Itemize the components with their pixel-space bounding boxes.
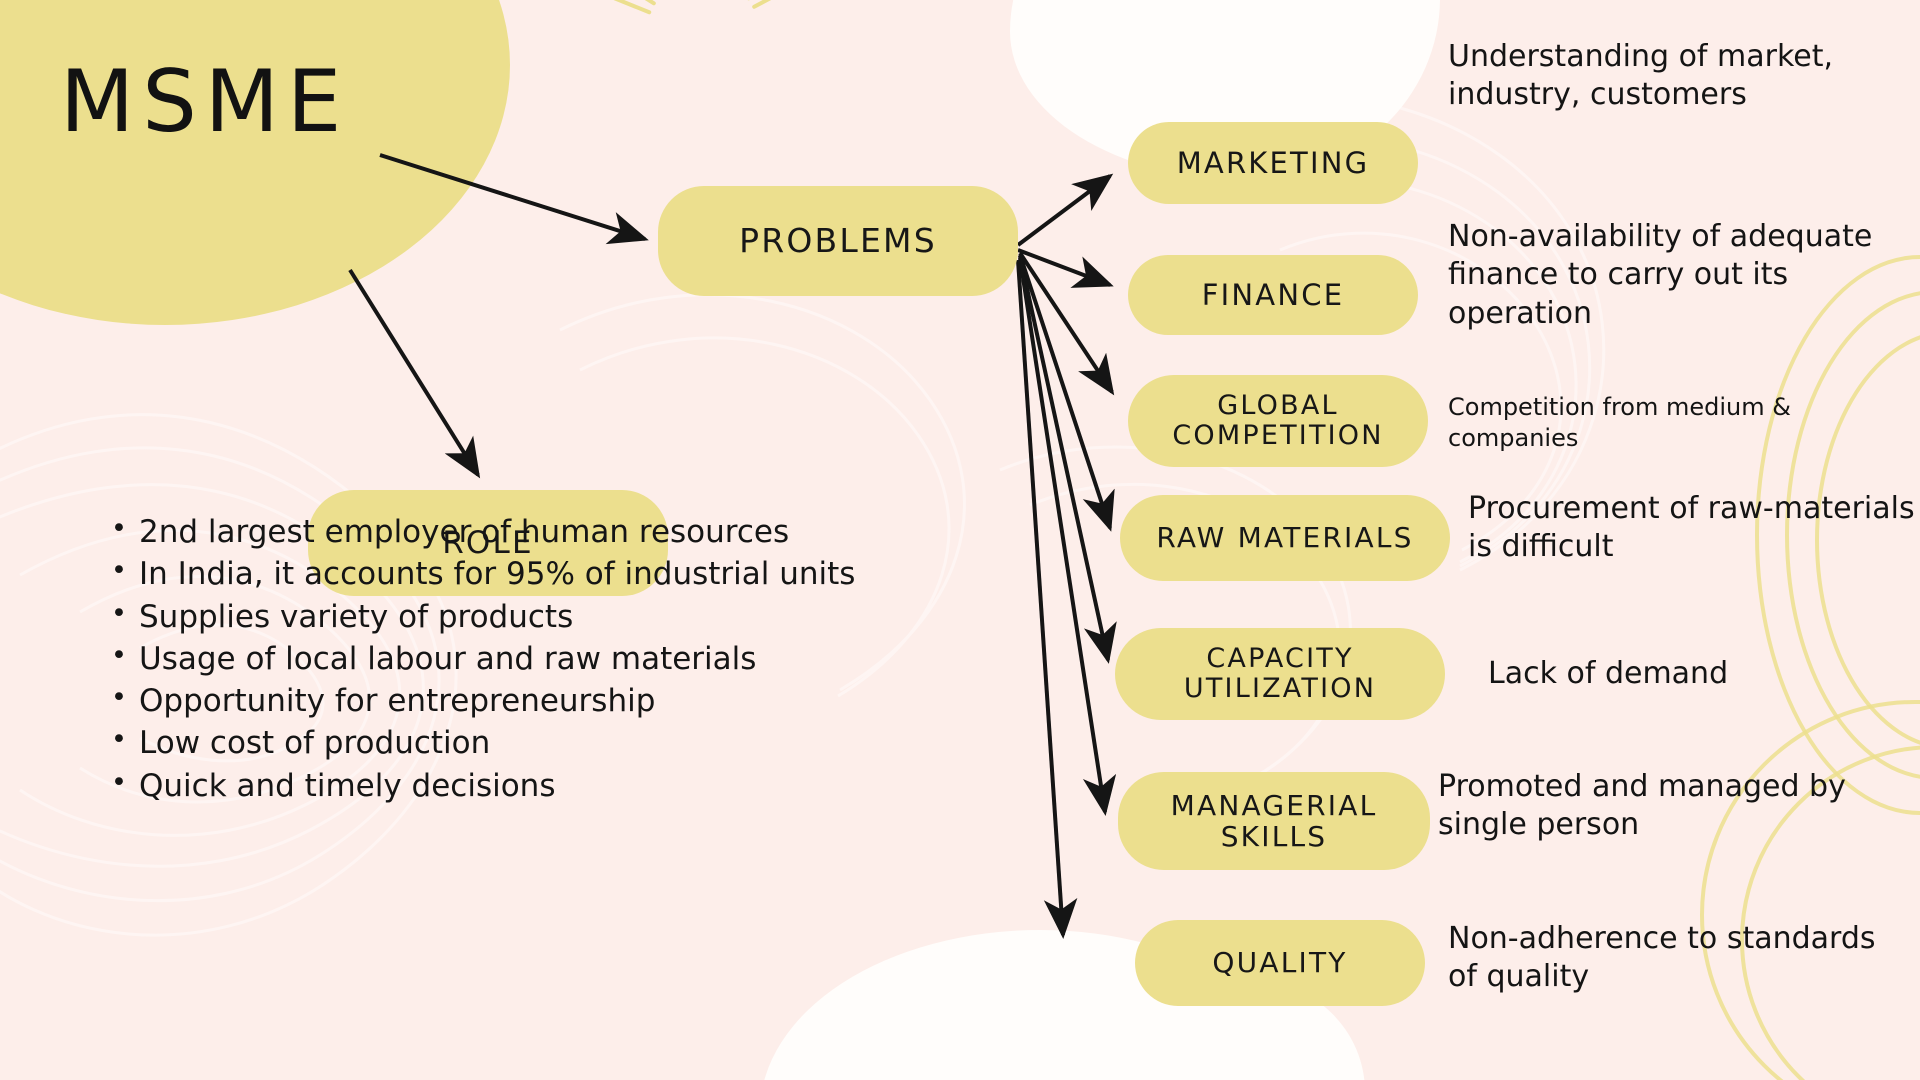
node-managerial-skills[interactable]: MANAGERIAL SKILLS [1118, 772, 1430, 870]
list-item: Supplies variety of products [105, 596, 865, 637]
node-managerial-skills-label: MANAGERIAL SKILLS [1170, 788, 1378, 853]
description-marketing: Understanding of market, industry, custo… [1448, 39, 1834, 113]
description-raw-materials: Procurement of raw-materials is difficul… [1468, 491, 1915, 565]
node-problems-label: PROBLEMS [739, 220, 937, 260]
list-item: 2nd largest employer of human resources [105, 511, 865, 552]
node-problems[interactable]: PROBLEMS [658, 186, 1018, 296]
arrow-problems-to-managerial-skills [1018, 257, 1117, 816]
role-bullet-list: 2nd largest employer of human resources … [105, 511, 865, 808]
arrow-msme-to-problems [379, 153, 649, 245]
arrow-problems-to-global-competition [1018, 251, 1115, 396]
node-quality[interactable]: QUALITY [1135, 920, 1425, 1006]
list-item: Low cost of production [105, 722, 865, 763]
arrow-problems-to-capacity-utilization [1018, 255, 1117, 664]
node-capacity-utilization-label: CAPACITY UTILIZATION [1183, 642, 1377, 704]
node-global-competition-label: GLOBAL COMPETITION [1172, 389, 1384, 451]
node-capacity-utilization[interactable]: CAPACITY UTILIZATION [1115, 628, 1445, 720]
list-item: Quick and timely decisions [105, 765, 865, 806]
arrow-problems-to-finance [1017, 248, 1114, 288]
description-finance: Non-availability of adequate finance to … [1448, 219, 1873, 331]
description-quality: Non-adherence to standards of quality [1448, 921, 1876, 995]
node-marketing-label: MARKETING [1176, 145, 1370, 180]
node-quality-label: QUALITY [1212, 946, 1348, 980]
list-item: Usage of local labour and raw materials [105, 638, 865, 679]
description-capacity-utilization: Lack of demand [1488, 656, 1729, 691]
page-title: MSME [60, 52, 350, 152]
list-item: Opportunity for entrepreneurship [105, 680, 865, 721]
node-global-competition[interactable]: GLOBAL COMPETITION [1128, 375, 1428, 467]
list-item: In India, it accounts for 95% of industr… [105, 553, 865, 594]
node-marketing[interactable]: MARKETING [1128, 122, 1418, 204]
arrow-msme-to-role [348, 268, 481, 479]
node-raw-materials[interactable]: RAW MATERIALS [1120, 495, 1450, 581]
arrow-problems-to-raw-materials [1018, 254, 1115, 532]
node-finance[interactable]: FINANCE [1128, 255, 1418, 335]
description-global-competition: Competition from medium & companies [1448, 393, 1791, 453]
description-managerial-skills: Promoted and managed by single person [1438, 769, 1846, 843]
node-finance-label: FINANCE [1201, 277, 1345, 312]
node-raw-materials-label: RAW MATERIALS [1156, 521, 1414, 555]
arrow-problems-to-quality [1016, 259, 1078, 939]
arrow-problems-to-marketing [1016, 173, 1114, 247]
